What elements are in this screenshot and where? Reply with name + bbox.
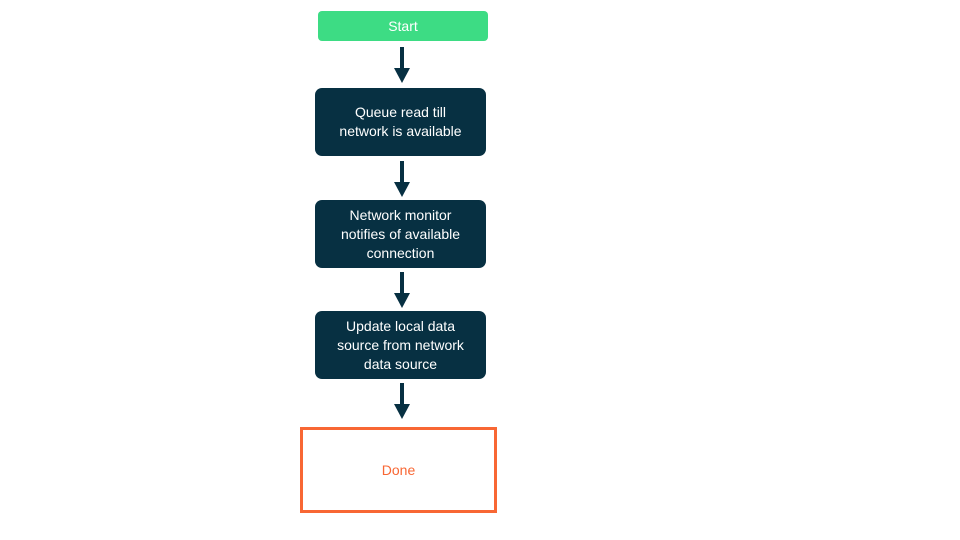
- arrow-down-icon: [394, 272, 410, 308]
- arrow-head: [394, 293, 410, 308]
- flow-node-update-local-data: Update local data source from network da…: [315, 311, 486, 379]
- flow-node-network-monitor-label: Network monitor notifies of available co…: [340, 206, 461, 261]
- arrow-stem: [400, 383, 404, 404]
- arrow-down-icon: [394, 161, 410, 197]
- arrow-head: [394, 404, 410, 419]
- arrow-stem: [400, 47, 404, 68]
- flow-node-start-label: Start: [388, 18, 418, 34]
- flow-node-queue-read: Queue read till network is available: [315, 88, 486, 156]
- arrow-stem: [400, 272, 404, 293]
- flow-node-queue-read-label: Queue read till network is available: [339, 104, 462, 139]
- flow-node-start: Start: [318, 11, 488, 41]
- flow-node-done: Done: [300, 427, 497, 513]
- flow-node-done-label: Done: [381, 462, 416, 478]
- arrow-head: [394, 182, 410, 197]
- flow-node-network-monitor: Network monitor notifies of available co…: [315, 200, 486, 268]
- arrow-head: [394, 68, 410, 83]
- arrow-down-icon: [394, 383, 410, 419]
- arrow-stem: [400, 161, 404, 182]
- flow-node-update-local-data-label: Update local data source from network da…: [337, 317, 464, 372]
- arrow-down-icon: [394, 47, 410, 83]
